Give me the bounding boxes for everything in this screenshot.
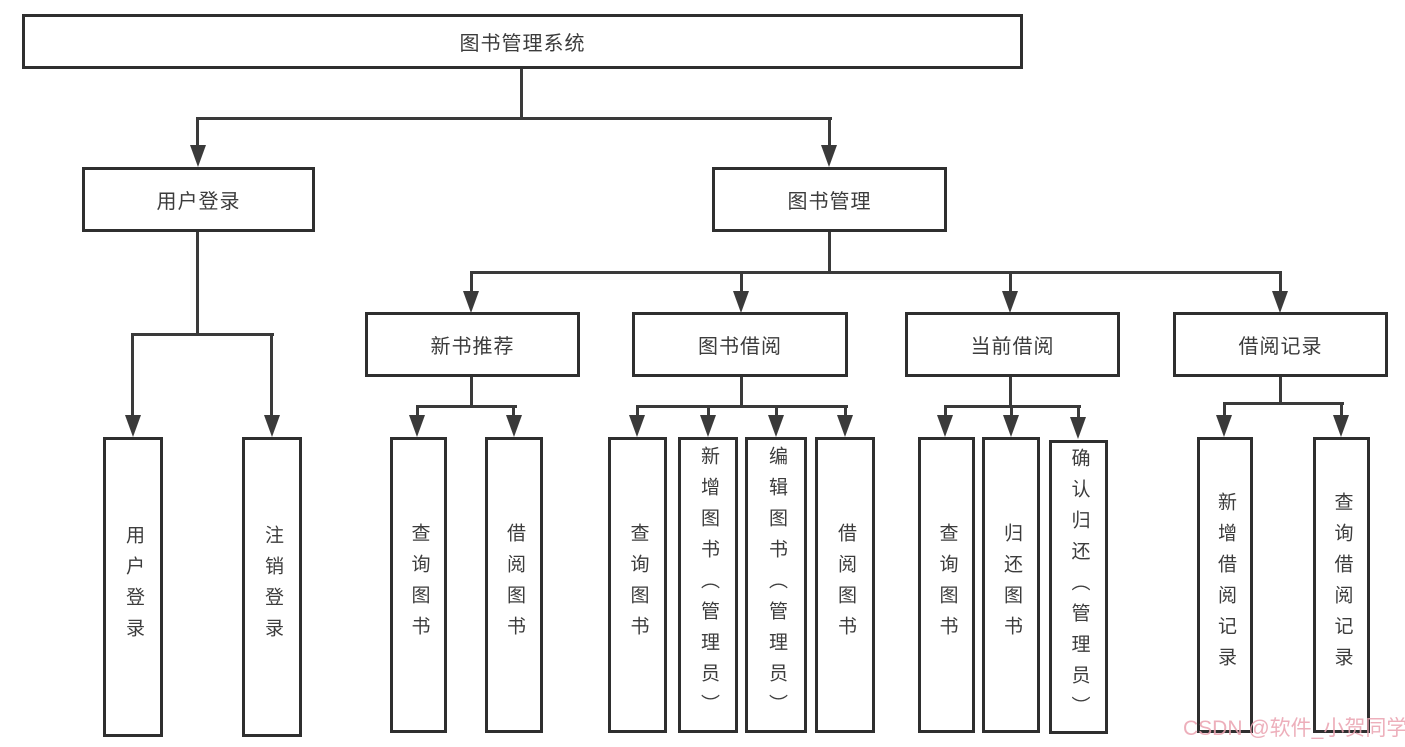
node-borrow-records: 借阅记录 [1173,312,1388,377]
leaf-nb-query-book-label: 查询图书 [408,523,430,647]
arrowhead-bb-leaf1 [629,415,645,437]
arrowhead-user-login [190,145,206,167]
arrowhead-current-borrow [1002,291,1018,313]
leaf-nb-borrow-book: 借阅图书 [485,437,543,733]
connector-borrow-records-stem [1279,377,1282,405]
node-book-management-label: 图书管理 [787,191,872,213]
leaf-user-login: 用户登录 [103,437,163,737]
leaf-logout: 注销登录 [242,437,302,737]
connector-drop-book-borrow [740,273,743,293]
connector-borrow-records-rail [1223,402,1344,405]
node-user-login-label: 用户登录 [156,191,241,213]
connector-level2-rail [196,117,832,120]
connector-book-management-stem [828,232,831,274]
connector-user-login-stem [196,232,199,336]
connector-user-login-rail [131,333,274,336]
node-borrow-records-label: 借阅记录 [1238,336,1323,358]
leaf-cb-confirm-return-admin-label: 确认归还（管理员） [1068,447,1090,727]
arrowhead-book-borrow [733,291,749,313]
arrowhead-borrow-records [1272,291,1288,313]
arrowhead-br-leaf1 [1216,415,1232,437]
connector-new-book-rail [416,405,517,408]
arrowhead-login-leaf [125,415,141,437]
leaf-bb-query-book-label: 查询图书 [627,523,649,647]
arrowhead-book-management [821,145,837,167]
leaf-bb-edit-book-admin: 编辑图书（管理员） [745,437,807,733]
connector-book-borrow-stem [740,377,743,408]
connector-drop-nb-leaf2 [512,407,515,417]
leaf-nb-borrow-book-label: 借阅图书 [503,523,525,647]
connector-drop-nb-leaf1 [416,407,419,417]
connector-drop-cb-leaf1 [944,407,947,417]
leaf-logout-label: 注销登录 [261,525,283,649]
node-current-borrow: 当前借阅 [905,312,1120,377]
connector-drop-br-leaf2 [1340,404,1343,416]
leaf-user-login-label: 用户登录 [122,525,144,649]
connector-drop-cb-leaf3 [1077,407,1080,417]
node-book-management: 图书管理 [712,167,947,232]
arrowhead-bb-leaf4 [837,415,853,437]
connector-drop-bb-leaf1 [636,407,639,417]
leaf-cb-return-book-label: 归还图书 [1000,523,1022,647]
arrowhead-cb-leaf2 [1003,415,1019,437]
leaf-bb-borrow-book-label: 借阅图书 [834,523,856,647]
connector-level3-rail [470,271,1282,274]
leaf-nb-query-book: 查询图书 [390,437,447,733]
arrowhead-cb-leaf1 [937,415,953,437]
watermark: CSDN @软件_小贺同学 [1183,717,1405,740]
leaf-cb-return-book: 归还图书 [982,437,1040,733]
connector-drop-bb-leaf4 [844,407,847,417]
leaf-cb-query-book: 查询图书 [918,437,975,733]
connector-drop-bb-leaf3 [775,407,778,417]
node-user-login: 用户登录 [82,167,315,232]
arrowhead-br-leaf2 [1333,415,1349,437]
leaf-bb-edit-book-admin-label: 编辑图书（管理员） [765,445,787,725]
connector-drop-logout-leaf [270,335,273,417]
leaf-br-add-record-label: 新增借阅记录 [1214,492,1236,678]
connector-drop-user-login [196,119,199,147]
arrowhead-bb-leaf3 [768,415,784,437]
node-book-borrow: 图书借阅 [632,312,848,377]
leaf-cb-query-book-label: 查询图书 [936,523,958,647]
node-new-book-recommend-label: 新书推荐 [430,336,515,358]
arrowhead-nb-leaf2 [506,415,522,437]
leaf-br-add-record: 新增借阅记录 [1197,437,1253,733]
leaf-br-query-record: 查询借阅记录 [1313,437,1370,733]
node-book-borrow-label: 图书借阅 [698,336,782,358]
leaf-br-query-record-label: 查询借阅记录 [1331,492,1353,678]
leaf-bb-add-book-admin-label: 新增图书（管理员） [697,445,719,725]
leaf-bb-borrow-book: 借阅图书 [815,437,875,733]
connector-drop-bb-leaf2 [707,407,710,417]
arrowhead-nb-leaf1 [409,415,425,437]
connector-new-book-stem [470,377,473,408]
arrowhead-logout-leaf [264,415,280,437]
connector-drop-borrow-records [1279,273,1282,293]
connector-root-stem [520,69,523,119]
connector-drop-book-management [828,119,831,147]
connector-drop-current-borrow [1009,273,1012,293]
node-root: 图书管理系统 [22,14,1023,69]
connector-drop-login-leaf [131,335,134,417]
node-root-label: 图书管理系统 [459,33,586,55]
connector-drop-new-book [470,273,473,293]
connector-drop-cb-leaf2 [1010,407,1013,417]
arrowhead-bb-leaf2 [700,415,716,437]
arrowhead-new-book [463,291,479,313]
connector-book-borrow-rail [636,405,848,408]
connector-current-borrow-stem [1009,377,1012,408]
connector-current-borrow-rail [944,405,1081,408]
leaf-cb-confirm-return-admin: 确认归还（管理员） [1049,440,1108,734]
connector-drop-br-leaf1 [1223,404,1226,416]
leaf-bb-add-book-admin: 新增图书（管理员） [678,437,738,733]
arrowhead-cb-leaf3 [1070,417,1086,439]
node-new-book-recommend: 新书推荐 [365,312,580,377]
leaf-bb-query-book: 查询图书 [608,437,667,733]
node-current-borrow-label: 当前借阅 [970,336,1055,358]
